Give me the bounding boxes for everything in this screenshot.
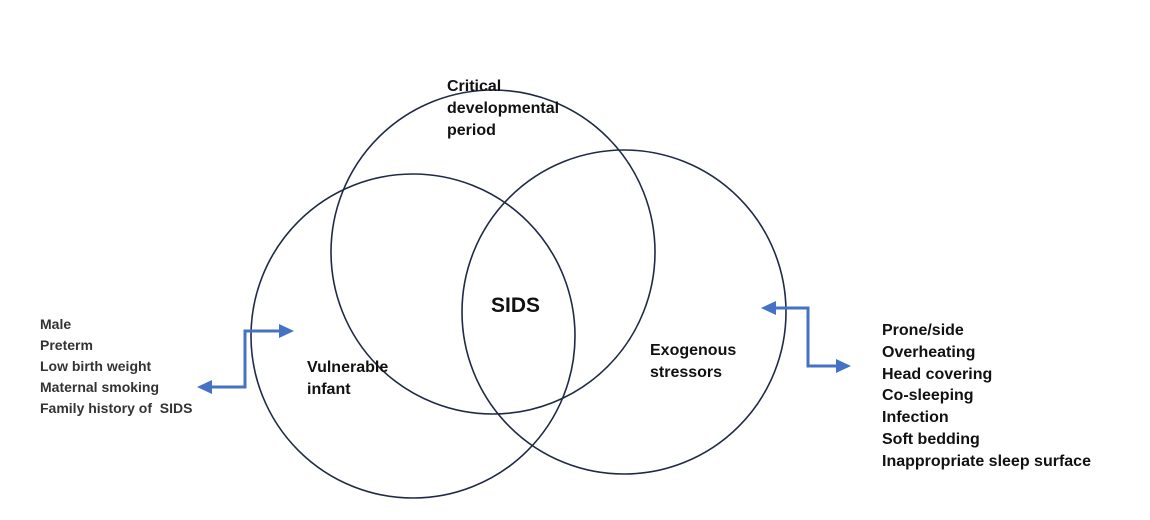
- label-vulnerable-line-2: infant: [307, 381, 351, 398]
- list-item: Prone/side: [882, 322, 964, 339]
- extrinsic-risk-factor-list: Prone/side Overheating Head covering Co-…: [882, 320, 1091, 473]
- label-vulnerable-infant: Vulnerable infant: [307, 359, 393, 398]
- right-connector-line: [776, 306, 836, 368]
- list-item: Head covering: [882, 365, 993, 383]
- list-item: Preterm: [40, 337, 93, 353]
- list-item: Infection: [882, 409, 949, 427]
- label-vulnerable-line-1: Vulnerable: [307, 359, 388, 376]
- label-exogenous-line-2: stressors: [650, 364, 722, 381]
- circle-exogenous-stressors: [461, 149, 787, 475]
- label-critical-line-2: developmental: [447, 100, 559, 117]
- left-connector-line: [212, 329, 279, 389]
- right-arrowhead-left: [761, 301, 776, 315]
- center-label-sids: SIDS: [491, 294, 540, 317]
- list-item: Inappropriate sleep surface: [882, 452, 1091, 470]
- left-arrowhead-right: [279, 324, 294, 338]
- list-item: Family history of SIDS: [40, 400, 193, 416]
- list-item: Co-sleeping: [882, 387, 974, 405]
- list-item: Overheating: [882, 343, 976, 361]
- label-critical-period: Critical developmental period: [447, 78, 563, 139]
- list-item: Low birth weight: [40, 358, 152, 374]
- circle-vulnerable-infant: [250, 173, 576, 499]
- list-item: Male: [40, 316, 72, 332]
- list-item: Soft bedding: [882, 430, 980, 448]
- right-arrowhead-right: [836, 359, 851, 373]
- label-critical-line-3: period: [447, 122, 496, 139]
- intrinsic-risk-factor-list: Male Preterm Low birth weight Maternal s…: [40, 314, 192, 419]
- left-arrowhead-left: [197, 380, 212, 394]
- label-critical-line-1: Critical: [447, 78, 501, 95]
- label-exogenous-stressors: Exogenous stressors: [650, 342, 741, 381]
- circle-critical-period: [330, 89, 656, 415]
- label-exogenous-line-1: Exogenous: [650, 342, 736, 359]
- list-item: Maternal smoking: [40, 379, 160, 395]
